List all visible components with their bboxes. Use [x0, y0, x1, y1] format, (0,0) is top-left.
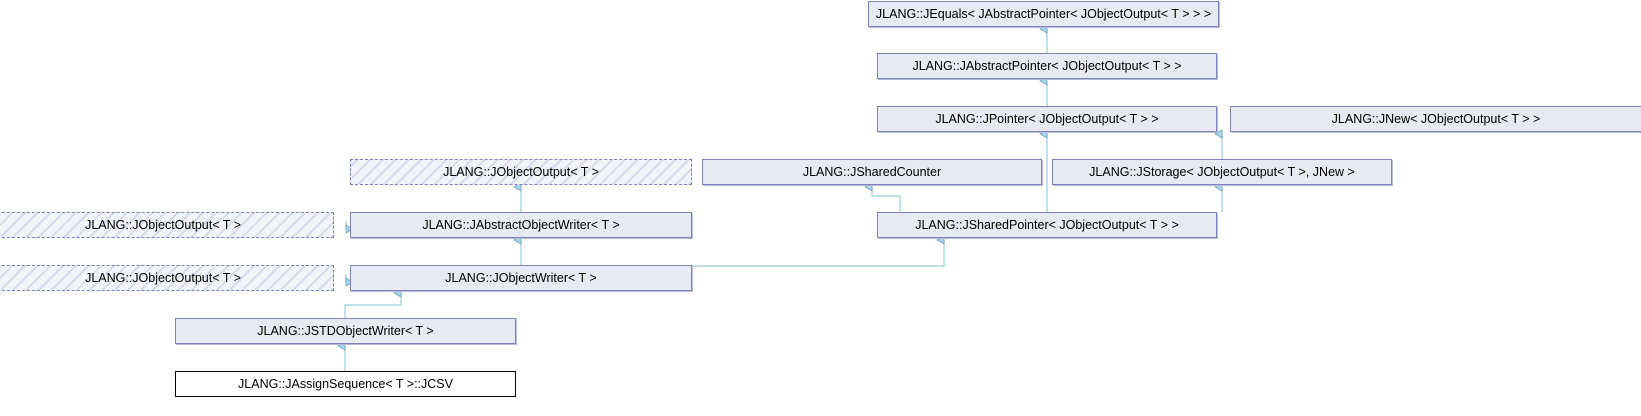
- edge-jobjectwriter-jsharedpointer: [692, 240, 945, 267]
- class-node-label: JLANG::JObjectOutput< T >: [443, 164, 599, 179]
- class-node-label: JLANG::JAssignSequence< T >::JCSV: [238, 376, 453, 391]
- class-node-jnew[interactable]: JLANG::JNew< JObjectOutput< T > >: [1230, 106, 1641, 132]
- class-node-label: JLANG::JStorage< JObjectOutput< T >, JNe…: [1089, 164, 1355, 179]
- class-node-jstdobjectwriter[interactable]: JLANG::JSTDObjectWriter< T >: [175, 318, 516, 344]
- class-node-jabstractobjectwriter[interactable]: JLANG::JAbstractObjectWriter< T >: [350, 212, 692, 238]
- class-node-jcsv-current[interactable]: JLANG::JAssignSequence< T >::JCSV: [175, 371, 516, 397]
- class-node-jpointer[interactable]: JLANG::JPointer< JObjectOutput< T > >: [877, 106, 1217, 132]
- class-node-jequals[interactable]: JLANG::JEquals< JAbstractPointer< JObjec…: [868, 1, 1219, 27]
- class-node-label: JLANG::JAbstractObjectWriter< T >: [422, 217, 620, 232]
- edge-jsharedpointer-jsharedcounter: [872, 187, 901, 212]
- class-node-label: JLANG::JObjectOutput< T >: [85, 217, 241, 232]
- class-node-label: JLANG::JPointer< JObjectOutput< T > >: [935, 111, 1159, 126]
- edge-jstdobjectwriter-jobjectwriter: [344, 293, 402, 318]
- class-node-jsharedpointer[interactable]: JLANG::JSharedPointer< JObjectOutput< T …: [877, 212, 1217, 238]
- class-node-jobjectwriter[interactable]: JLANG::JObjectWriter< T >: [350, 265, 692, 291]
- class-node-jobjectoutput-left-2[interactable]: JLANG::JObjectOutput< T >: [0, 265, 334, 291]
- class-node-label: JLANG::JAbstractPointer< JObjectOutput< …: [912, 58, 1182, 73]
- class-node-label: JLANG::JSTDObjectWriter< T >: [257, 323, 434, 338]
- class-node-label: JLANG::JSharedPointer< JObjectOutput< T …: [915, 217, 1179, 232]
- class-node-label: JLANG::JSharedCounter: [802, 164, 942, 179]
- class-node-jobjectoutput-left-1[interactable]: JLANG::JObjectOutput< T >: [0, 212, 334, 238]
- class-node-jstorage[interactable]: JLANG::JStorage< JObjectOutput< T >, JNe…: [1052, 159, 1392, 185]
- class-node-label: JLANG::JObjectOutput< T >: [85, 270, 241, 285]
- class-node-jsharedcounter[interactable]: JLANG::JSharedCounter: [702, 159, 1042, 185]
- class-node-label: JLANG::JNew< JObjectOutput< T > >: [1331, 111, 1541, 126]
- class-node-label: JLANG::JObjectWriter< T >: [445, 270, 597, 285]
- class-node-label: JLANG::JEquals< JAbstractPointer< JObjec…: [875, 6, 1212, 21]
- class-node-jobjectoutput-top[interactable]: JLANG::JObjectOutput< T >: [350, 159, 692, 185]
- class-node-jabstractpointer[interactable]: JLANG::JAbstractPointer< JObjectOutput< …: [877, 53, 1217, 79]
